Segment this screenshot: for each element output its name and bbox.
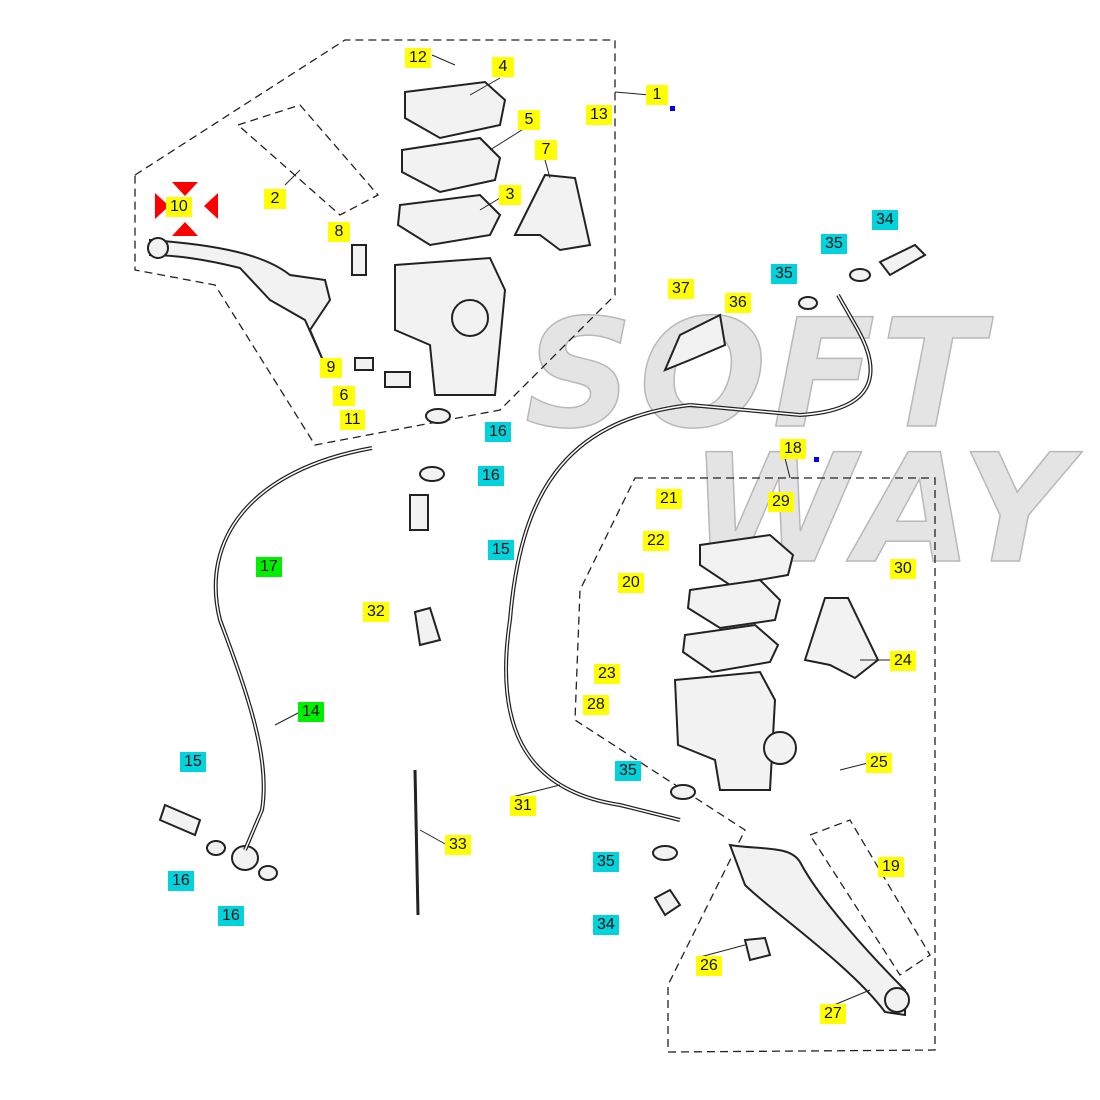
callout-35[interactable]: 35: [821, 234, 847, 254]
callout-7[interactable]: 7: [535, 140, 557, 160]
callout-11[interactable]: 11: [340, 410, 365, 430]
callout-30[interactable]: 30: [890, 559, 916, 579]
callout-3[interactable]: 3: [499, 185, 521, 205]
callout-22[interactable]: 22: [643, 531, 669, 551]
callout-16[interactable]: 16: [168, 871, 194, 891]
callout-13[interactable]: 13: [586, 105, 612, 125]
callout-16[interactable]: 16: [478, 466, 504, 486]
callout-15[interactable]: 15: [180, 752, 206, 772]
clamp-upper: [513, 173, 592, 252]
callout-23[interactable]: 23: [594, 664, 620, 684]
callout-36[interactable]: 36: [725, 293, 751, 313]
selection-marker-top-icon: [172, 182, 198, 196]
lower-master-cylinder-body: [673, 670, 777, 791]
callout-8[interactable]: 8: [328, 222, 350, 242]
brake-hose-14: [213, 446, 373, 851]
callout-5[interactable]: 5: [518, 110, 540, 130]
cable-tie: [413, 769, 420, 916]
brake-hose-31: [503, 403, 691, 822]
selection-marker-left-icon: [155, 193, 169, 219]
reservoir-cap: [404, 80, 507, 140]
callout-2[interactable]: 2: [264, 189, 286, 209]
selection-marker-bottom-icon: [172, 222, 198, 236]
callout-35[interactable]: 35: [771, 264, 797, 284]
callout-14[interactable]: 14: [298, 702, 324, 722]
callout-1[interactable]: 1: [646, 85, 668, 105]
lower-plate: [686, 578, 782, 630]
callout-15[interactable]: 15: [488, 540, 514, 560]
callout-29[interactable]: 29: [768, 492, 794, 512]
lower-reservoir-cap: [699, 533, 795, 587]
callout-9[interactable]: 9: [320, 358, 342, 378]
callout-19[interactable]: 19: [878, 857, 904, 877]
callout-25[interactable]: 25: [866, 753, 892, 773]
brake-lever-left: [149, 238, 332, 366]
callout-4[interactable]: 4: [492, 57, 514, 77]
callout-35[interactable]: 35: [593, 852, 619, 872]
upper-assembly-boundary: [134, 39, 616, 446]
callout-34[interactable]: 34: [593, 915, 619, 935]
watermark-soft: SOFT: [524, 288, 990, 462]
callout-37[interactable]: 37: [668, 279, 694, 299]
clamp-lower: [803, 597, 880, 680]
callout-32[interactable]: 32: [363, 602, 389, 622]
callout-20[interactable]: 20: [618, 573, 644, 593]
callout-35[interactable]: 35: [615, 761, 641, 781]
lower-diaphragm: [681, 623, 780, 674]
callout-6[interactable]: 6: [333, 386, 355, 406]
anchor-dot: [670, 106, 675, 111]
callout-16[interactable]: 16: [218, 906, 244, 926]
callout-28[interactable]: 28: [583, 695, 609, 715]
lower-assembly-boundary: [574, 477, 936, 1053]
callout-33[interactable]: 33: [445, 835, 471, 855]
brake-hose-upper: [689, 294, 873, 418]
master-cylinder-body: [394, 256, 507, 396]
callout-17[interactable]: 17: [256, 557, 282, 577]
callout-10-selected[interactable]: 10: [166, 197, 192, 217]
diaphragm-plate: [401, 136, 502, 194]
callout-21[interactable]: 21: [656, 489, 682, 509]
callout-16[interactable]: 16: [485, 422, 511, 442]
callout-34[interactable]: 34: [872, 210, 898, 230]
callout-27[interactable]: 27: [820, 1004, 846, 1024]
selection-marker-right-icon: [204, 193, 218, 219]
callout-26[interactable]: 26: [696, 956, 722, 976]
callout-12[interactable]: 12: [405, 48, 431, 68]
callout-24[interactable]: 24: [890, 651, 916, 671]
diaphragm: [396, 193, 502, 247]
brake-lever-right: [728, 843, 906, 1017]
callout-31[interactable]: 31: [510, 796, 536, 816]
callout-18[interactable]: 18: [780, 439, 806, 459]
anchor-dot: [814, 457, 819, 462]
